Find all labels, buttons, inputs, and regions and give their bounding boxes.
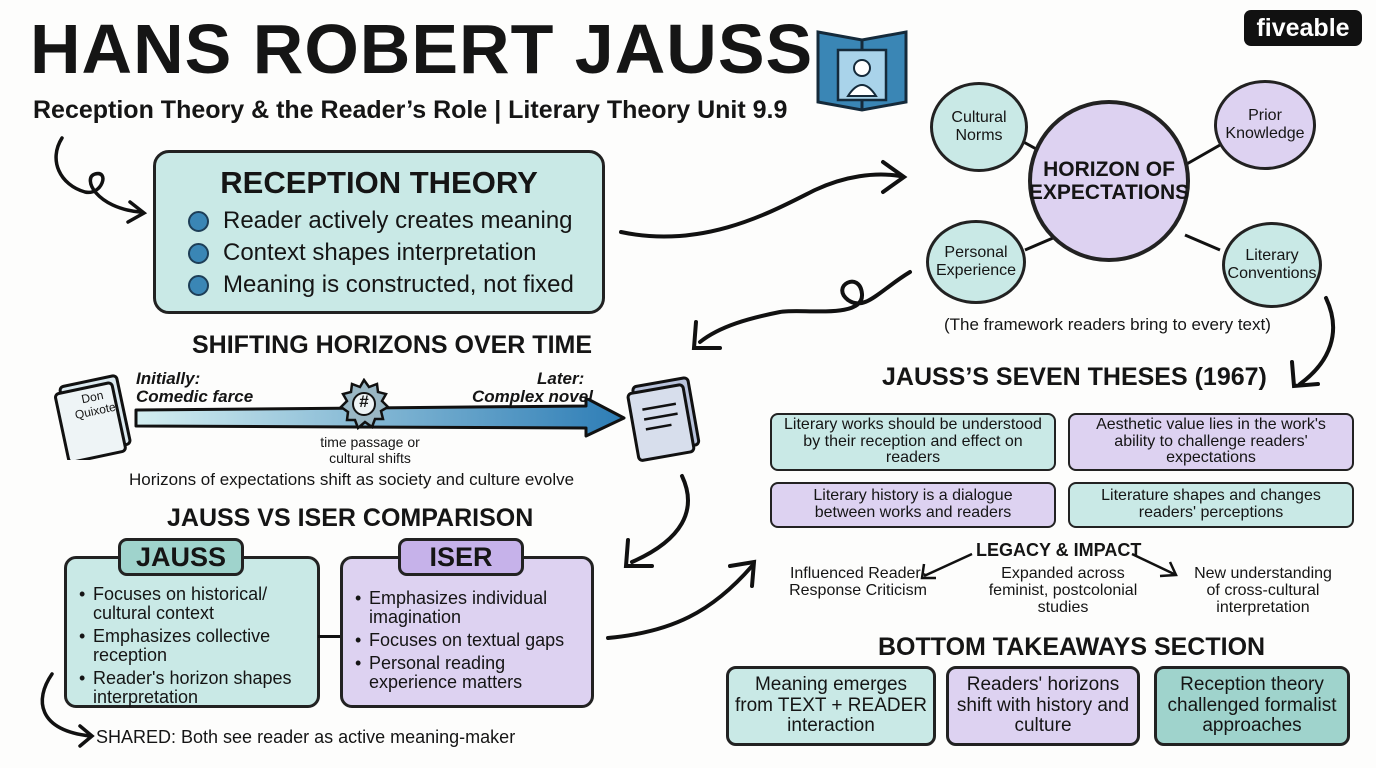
jauss-box: Focuses on historical/ cultural context … (64, 556, 320, 708)
reception-theory-list: Reader actively creates meaning Context … (188, 205, 574, 301)
arrow-to-theses-icon (1290, 296, 1336, 389)
literary-conventions-circle: Literary Conventions (1222, 222, 1322, 308)
bullet-dot-icon (188, 242, 209, 264)
time-passage-label: time passage or cultural shifts (320, 434, 420, 467)
closed-book-right-icon (626, 376, 701, 462)
takeaway-card: Readers' horizons shift with history and… (946, 666, 1140, 746)
curly-arrow-icon (54, 136, 148, 224)
time-badge-symbol: # (359, 392, 369, 411)
thesis-card: Literary history is a dialogue between w… (770, 482, 1056, 528)
list-item: Emphasizes collective reception (77, 627, 317, 665)
comparison-connector (318, 635, 342, 638)
page-title: HANS ROBERT JAUSS (30, 10, 814, 88)
theses-title: JAUSS’S SEVEN THESES (1967) (882, 363, 1267, 391)
reception-theory-box: RECEPTION THEORY Reader actively creates… (153, 150, 605, 314)
thesis-card: Aesthetic value lies in the work's abili… (1068, 413, 1354, 471)
takeaway-card: Meaning emerges from TEXT + READER inter… (726, 666, 936, 746)
reception-theory-title: RECEPTION THEORY (220, 165, 538, 200)
shifting-caption: Horizons of expectations shift as societ… (129, 470, 575, 489)
list-item: Meaning is constructed, not fixed (188, 269, 574, 301)
jauss-list: Focuses on historical/ cultural context … (77, 585, 317, 711)
arrow-to-comparison-icon (623, 474, 690, 568)
takeaways-title: BOTTOM TAKEAWAYS SECTION (878, 633, 1266, 661)
bullet-dot-icon (188, 210, 209, 232)
shared-caption: SHARED: Both see reader as active meanin… (96, 727, 516, 747)
later-value: Complex novel (472, 387, 593, 406)
list-item: Personal reading experience matters (353, 654, 591, 692)
horizon-of-expectations-circle: HORIZON OF EXPECTATIONS (1028, 100, 1190, 262)
list-item: Reader actively creates meaning (188, 205, 574, 237)
arrow-to-legacy-icon (606, 559, 757, 640)
open-book-icon (816, 30, 908, 112)
shifting-horizons-title: SHIFTING HORIZONS OVER TIME (192, 331, 593, 359)
initially-value: Comedic farce (136, 387, 254, 406)
takeaway-card: Reception theory challenged formalist ap… (1154, 666, 1350, 746)
list-item: Focuses on historical/ cultural context (77, 585, 317, 623)
time-badge-icon (339, 378, 390, 430)
thesis-card: Literary works should be understood by t… (770, 413, 1056, 471)
initially-label: Initially: (136, 369, 201, 388)
list-item: Emphasizes individual imagination (353, 589, 591, 627)
iser-tag: ISER (398, 538, 524, 576)
cultural-norms-circle: Cultural Norms (930, 82, 1028, 172)
comparison-title: JAUSS VS ISER COMPARISON (167, 504, 534, 532)
legacy-item-middle: Expanded across feminist, postcolonial s… (988, 565, 1138, 616)
page-subtitle: Reception Theory & the Reader’s Role | L… (33, 96, 788, 124)
personal-experience-circle: Personal Experience (926, 220, 1026, 304)
loop-arrow-icon (691, 270, 912, 350)
later-label: Later: (537, 369, 585, 388)
bullet-dot-icon (188, 274, 209, 296)
legacy-arrows (920, 552, 1178, 580)
legacy-title: LEGACY & IMPACT (976, 540, 1142, 560)
shared-arrow-icon (40, 672, 95, 748)
list-item: Focuses on textual gaps (353, 631, 591, 651)
arrow-to-horizon-icon (619, 160, 908, 239)
legacy-item-right: New understanding of cross-cultural inte… (1194, 565, 1332, 616)
brand-logo: fiveable (1244, 10, 1362, 46)
iser-box: Emphasizes individual imagination Focuse… (340, 556, 594, 708)
horizon-caption: (The framework readers bring to every te… (944, 315, 1271, 334)
prior-knowledge-circle: Prior Knowledge (1214, 80, 1316, 170)
thesis-card: Literature shapes and changes readers' p… (1068, 482, 1354, 528)
list-item: Reader's horizon shapes interpretation (77, 669, 317, 707)
jauss-tag: JAUSS (118, 538, 244, 576)
list-item: Context shapes interpretation (188, 237, 574, 269)
legacy-item-left: Influenced Reader-Response Criticism (789, 565, 927, 599)
iser-list: Emphasizes individual imagination Focuse… (353, 589, 591, 696)
closed-book-icon (54, 374, 132, 460)
